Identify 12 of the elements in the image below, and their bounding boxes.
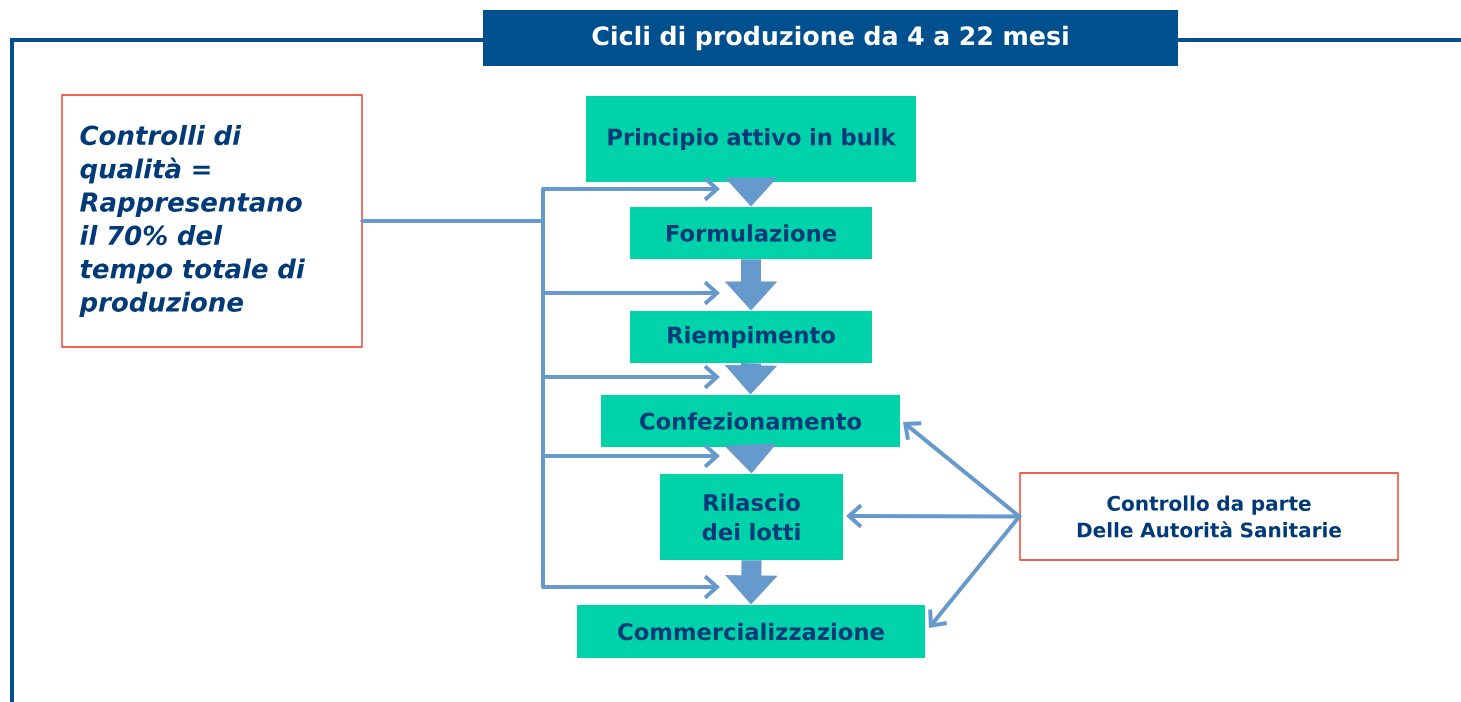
arrow <box>846 503 1022 529</box>
process-box: Principio attivo in bulk <box>586 96 916 182</box>
title-banner: Cicli di produzione da 4 a 22 mesi <box>483 10 1178 66</box>
note-box: Controllo da parte Delle Autorità Sanitarie <box>1019 472 1399 561</box>
process-box: Commercializzazione <box>577 605 925 658</box>
process-box: Formulazione <box>630 207 872 259</box>
process-box: Riempimento <box>630 311 872 363</box>
note-box: Controlli di qualità = Rappresentano il 70% del tempo totale di produzione <box>61 94 363 348</box>
arrow <box>360 219 720 600</box>
arrow <box>928 514 1022 628</box>
process-box: Confezionamento <box>601 395 900 447</box>
process-box: Rilascio dei lotti <box>660 474 843 560</box>
